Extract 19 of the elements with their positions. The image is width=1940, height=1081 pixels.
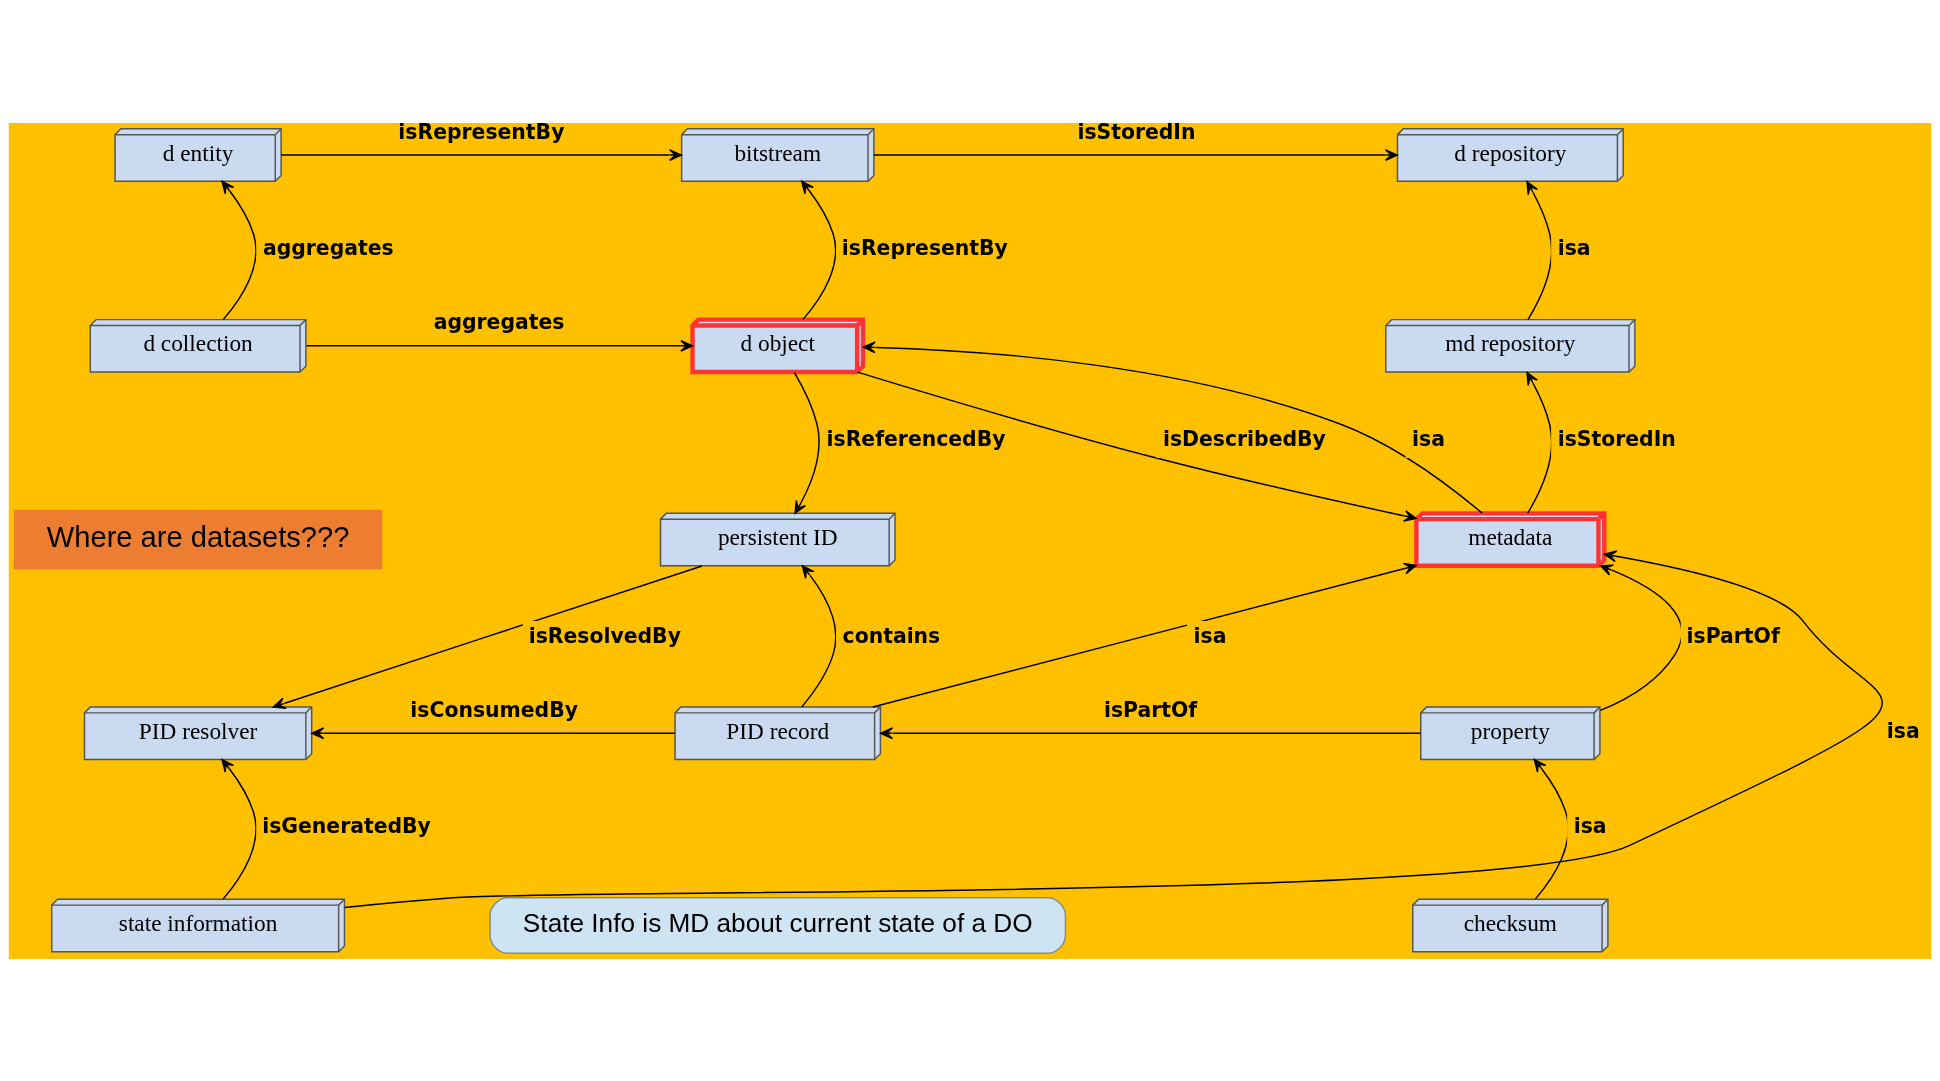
edge-label: aggregates bbox=[262, 235, 394, 260]
edge-label: isa bbox=[1193, 623, 1227, 648]
edge-label: isRepresentBy bbox=[841, 235, 1008, 260]
edge-label: isConsumedBy bbox=[410, 697, 579, 722]
edge-label: isDescribedBy bbox=[1162, 426, 1326, 451]
edge-label: isRepresentBy bbox=[398, 119, 565, 144]
edge-label: isPartOf bbox=[1103, 697, 1198, 722]
edge-label: isPartOf bbox=[1686, 623, 1780, 648]
edge-label: isReferencedBy bbox=[826, 426, 1006, 451]
edge-label: aggregates bbox=[433, 309, 565, 334]
edge-label: isa bbox=[1557, 235, 1591, 260]
edge-label: isa bbox=[1886, 718, 1920, 743]
edge-label: isa bbox=[1573, 813, 1607, 838]
edge-label: isa bbox=[1412, 426, 1445, 451]
edge-label: contains bbox=[842, 623, 941, 648]
edge-label: isGeneratedBy bbox=[262, 813, 431, 838]
edge-label: isResolvedBy bbox=[528, 623, 681, 648]
edge-label: isStoredIn bbox=[1077, 119, 1196, 144]
edge-label: isStoredIn bbox=[1557, 426, 1676, 451]
